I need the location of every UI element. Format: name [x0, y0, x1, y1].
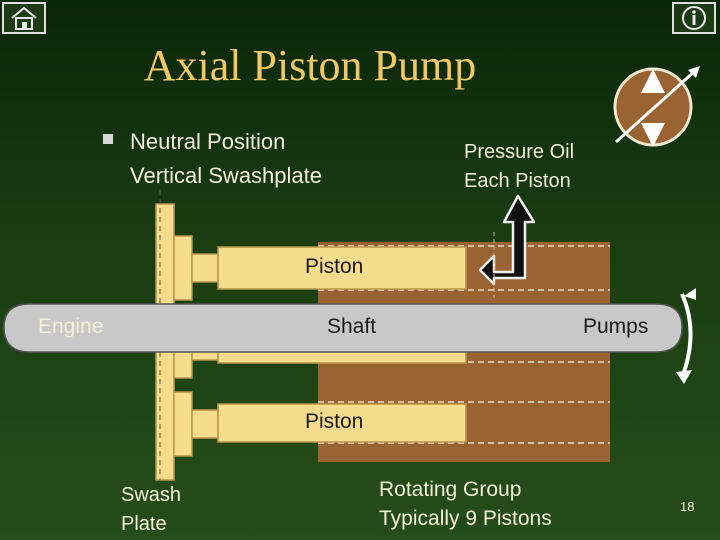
info-button[interactable]	[672, 2, 716, 34]
bullet-marker	[103, 134, 113, 144]
typically-nine-pistons-label: Typically 9 Pistons	[379, 507, 552, 530]
piston-bottom	[217, 403, 467, 443]
page-number: 18	[680, 499, 695, 514]
pumps-label: Pumps	[583, 315, 649, 338]
each-piston-label: Each Piston	[464, 170, 571, 192]
engine-label: Engine	[38, 315, 104, 338]
pressure-oil-arrow	[478, 194, 536, 286]
rotation-arrow-icon	[676, 288, 696, 384]
plate-label: Plate	[121, 513, 167, 535]
pressure-oil-label: Pressure Oil	[464, 141, 575, 163]
piston-bottom-label: Piston	[305, 410, 364, 433]
bullet-line-1: Neutral Position	[130, 129, 286, 154]
pump-diagram	[3, 190, 696, 481]
info-icon	[682, 6, 706, 30]
drive-shaft	[3, 303, 683, 353]
page-title: Axial Piston Pump	[143, 41, 477, 90]
home-button[interactable]	[2, 2, 46, 34]
piston-shoe-top	[173, 235, 193, 301]
variable-pump-symbol-icon	[613, 66, 700, 147]
piston-shoe-bottom	[173, 391, 193, 457]
swash-label: Swash	[121, 484, 182, 506]
rotating-group-label: Rotating Group	[379, 478, 522, 501]
bullet-line-2: Vertical Swashplate	[130, 163, 322, 188]
shaft-label: Shaft	[327, 315, 377, 338]
home-icon	[11, 6, 37, 30]
piston-top	[217, 246, 467, 290]
piston-top-label: Piston	[305, 255, 364, 278]
